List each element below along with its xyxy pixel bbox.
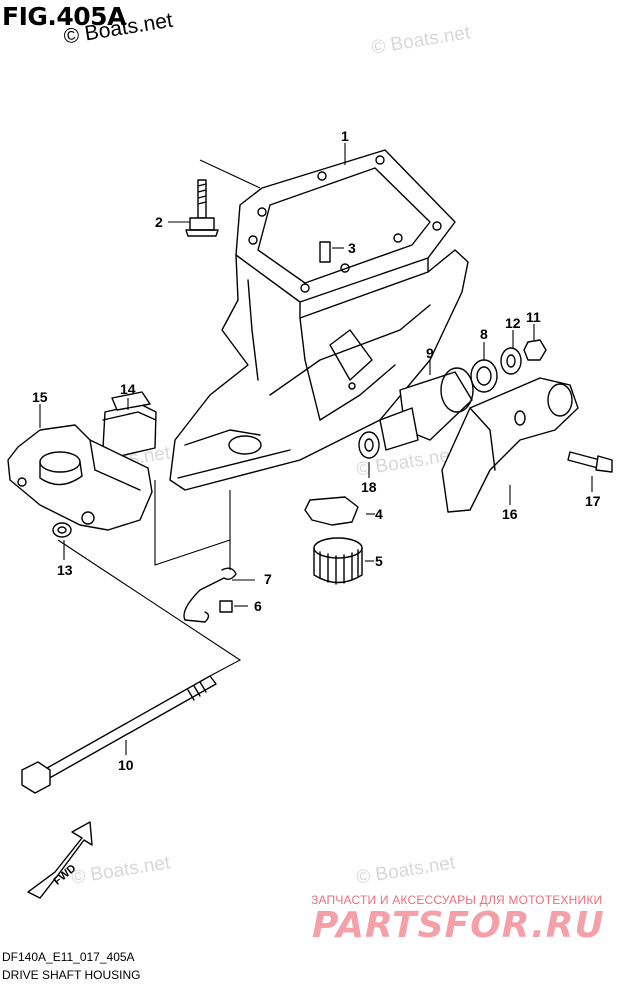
callout-16: 16 [502,506,518,522]
wire-clip-part-7 [183,567,237,623]
leader-lines [39,143,593,755]
callout-15: 15 [32,389,48,405]
callout-1: 1 [341,128,349,144]
callout-4: 4 [375,506,383,522]
fwd-label: FWD [51,862,78,887]
bolt-part-17 [567,451,613,473]
section-title: DRIVE SHAFT HOUSING [2,968,141,982]
brand-tagline: ЗАПЧАСТИ И АКСЕССУАРЫ ДЛЯ МОТОТЕХНИКИ [311,893,603,907]
callout-9: 9 [426,345,434,361]
callout-18: 18 [361,479,377,495]
washer-part-13 [52,522,72,538]
cover-part-16 [441,377,579,513]
drive-shaft-housing [169,149,469,491]
callout-17: 17 [585,493,601,509]
callout-12: 12 [505,315,521,331]
callout-5: 5 [375,553,383,569]
callout-10: 10 [118,757,134,773]
figure-code: DF140A_E11_017_405A [2,950,135,964]
forward-arrow [27,821,93,899]
callout-7: 7 [264,571,272,587]
callout-2: 2 [155,214,163,230]
ring-part-8 [470,359,498,393]
gasket-part-4 [304,496,359,526]
callout-11: 11 [526,309,541,325]
figure-title: FIG.405A [2,2,126,31]
washer-part-12 [500,347,522,375]
callout-3: 3 [348,240,356,256]
callout-8: 8 [480,326,488,342]
bushing-part-9 [379,367,474,451]
bolt-part-2 [185,179,219,237]
bracket-part-15 [7,424,153,531]
stud-part-10 [21,675,217,794]
callout-6: 6 [254,598,262,614]
brand-logo: PARTSFOR.RU [312,905,605,946]
dowel-pin-part-3 [319,241,331,263]
nut-part-11 [523,339,547,361]
callout-labels: 1 2 3 4 5 6 7 8 9 10 11 12 13 14 15 16 1… [32,128,601,773]
mount-block-part-14 [102,391,157,457]
callout-13: 13 [57,562,73,578]
washer-part-18 [358,431,380,459]
callout-14: 14 [120,381,136,397]
bearing-part-5 [313,537,363,585]
screw-part-6 [219,600,233,613]
